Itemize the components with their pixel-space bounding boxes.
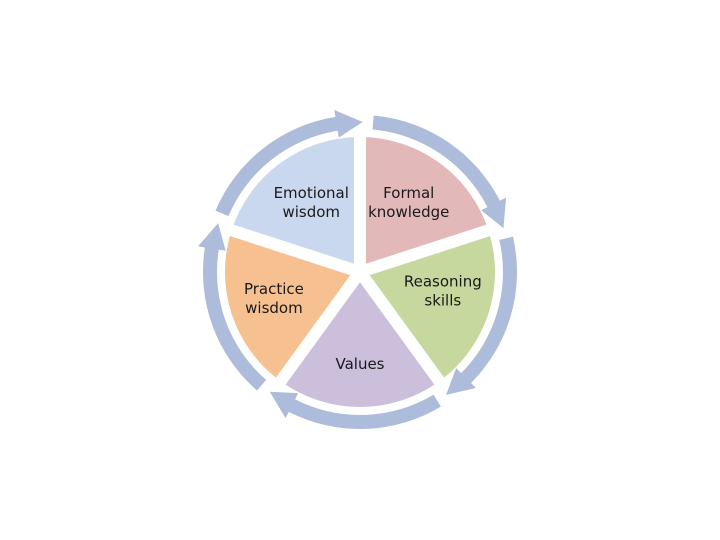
segment-label-line: knowledge xyxy=(368,203,449,221)
segment-reasoning-skills xyxy=(360,230,495,382)
segment-values xyxy=(280,272,440,408)
segment-practice-wisdom xyxy=(225,230,360,382)
segment-wheel xyxy=(225,135,495,408)
segment-separator xyxy=(355,268,446,387)
segment-label-line: Values xyxy=(335,355,384,373)
cycle-arrow-practice-wisdom xyxy=(198,223,267,391)
segment-label-values: Values xyxy=(335,355,384,373)
segment-label-line: wisdom xyxy=(245,299,303,317)
cycle-arrow-reasoning-skills xyxy=(446,236,518,395)
segment-separator xyxy=(274,268,365,387)
cycle-arrow-emotional-wisdom xyxy=(215,110,363,217)
arrow-ring xyxy=(198,110,518,430)
segment-label-line: skills xyxy=(424,292,461,310)
segment-label-line: Formal xyxy=(383,184,434,202)
segment-label-line: Reasoning xyxy=(404,273,482,291)
segment-separator xyxy=(358,223,493,278)
cycle-arrow-values xyxy=(269,391,441,430)
segment-label-line: Practice xyxy=(244,280,304,298)
segment-separator xyxy=(227,223,362,278)
cycle-arrow-formal-knowledge xyxy=(372,115,507,229)
segment-label-line: Emotional xyxy=(274,184,349,202)
segment-label-line: wisdom xyxy=(282,203,340,221)
